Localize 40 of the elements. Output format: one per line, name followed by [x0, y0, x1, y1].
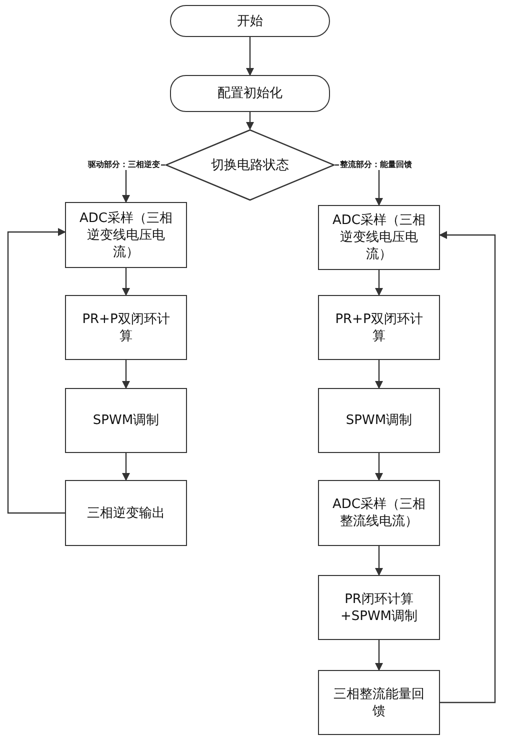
node-text: 三相逆变输出: [86, 504, 166, 522]
process-box: [318, 575, 440, 640]
arrow: [439, 231, 496, 704]
decision-diamond: [165, 129, 335, 201]
arrow: [375, 360, 383, 389]
process-box: [318, 388, 440, 453]
node-text: 开始: [236, 12, 264, 30]
node-text: SPWM调制: [344, 412, 414, 429]
process-box: [318, 205, 440, 270]
arrow: [375, 546, 383, 576]
arrow: [122, 268, 130, 296]
node-text: 三相整流能量回馈: [332, 686, 426, 720]
node-text: 切换电路状态: [210, 156, 290, 174]
arrow: [375, 270, 383, 296]
node-text: PR+P双闭环计算: [334, 310, 424, 344]
terminal-box: [170, 75, 330, 112]
process-box: [318, 295, 440, 360]
node-text: PR+P双闭环计算: [81, 310, 171, 344]
edge-label: 驱动部分：三相逆变: [87, 159, 161, 170]
process-box: [65, 388, 187, 453]
node-text: PR闭环计算+SPWM调制: [339, 590, 419, 624]
terminal-box: [170, 5, 330, 37]
process-box: [65, 480, 187, 546]
arrow: [7, 228, 66, 514]
process-box: [65, 295, 187, 360]
process-box: [65, 202, 187, 268]
node-text: ADC采样（三相整流线电流）: [332, 496, 426, 530]
arrow: [246, 37, 254, 76]
edge-label: 整流部分：能量回馈: [339, 159, 413, 170]
arrow: [122, 360, 130, 389]
arrow: [375, 640, 383, 671]
node-text: ADC采样（三相逆变线电压电流）: [78, 210, 174, 260]
process-box: [318, 670, 440, 735]
node-text: ADC采样（三相逆变线电压电流）: [332, 212, 426, 263]
arrow: [122, 453, 130, 481]
arrow: [246, 112, 254, 130]
node-text: SPWM调制: [92, 412, 160, 429]
process-box: [318, 480, 440, 546]
arrow: [375, 453, 383, 481]
node-text: 配置初始化: [216, 85, 284, 102]
